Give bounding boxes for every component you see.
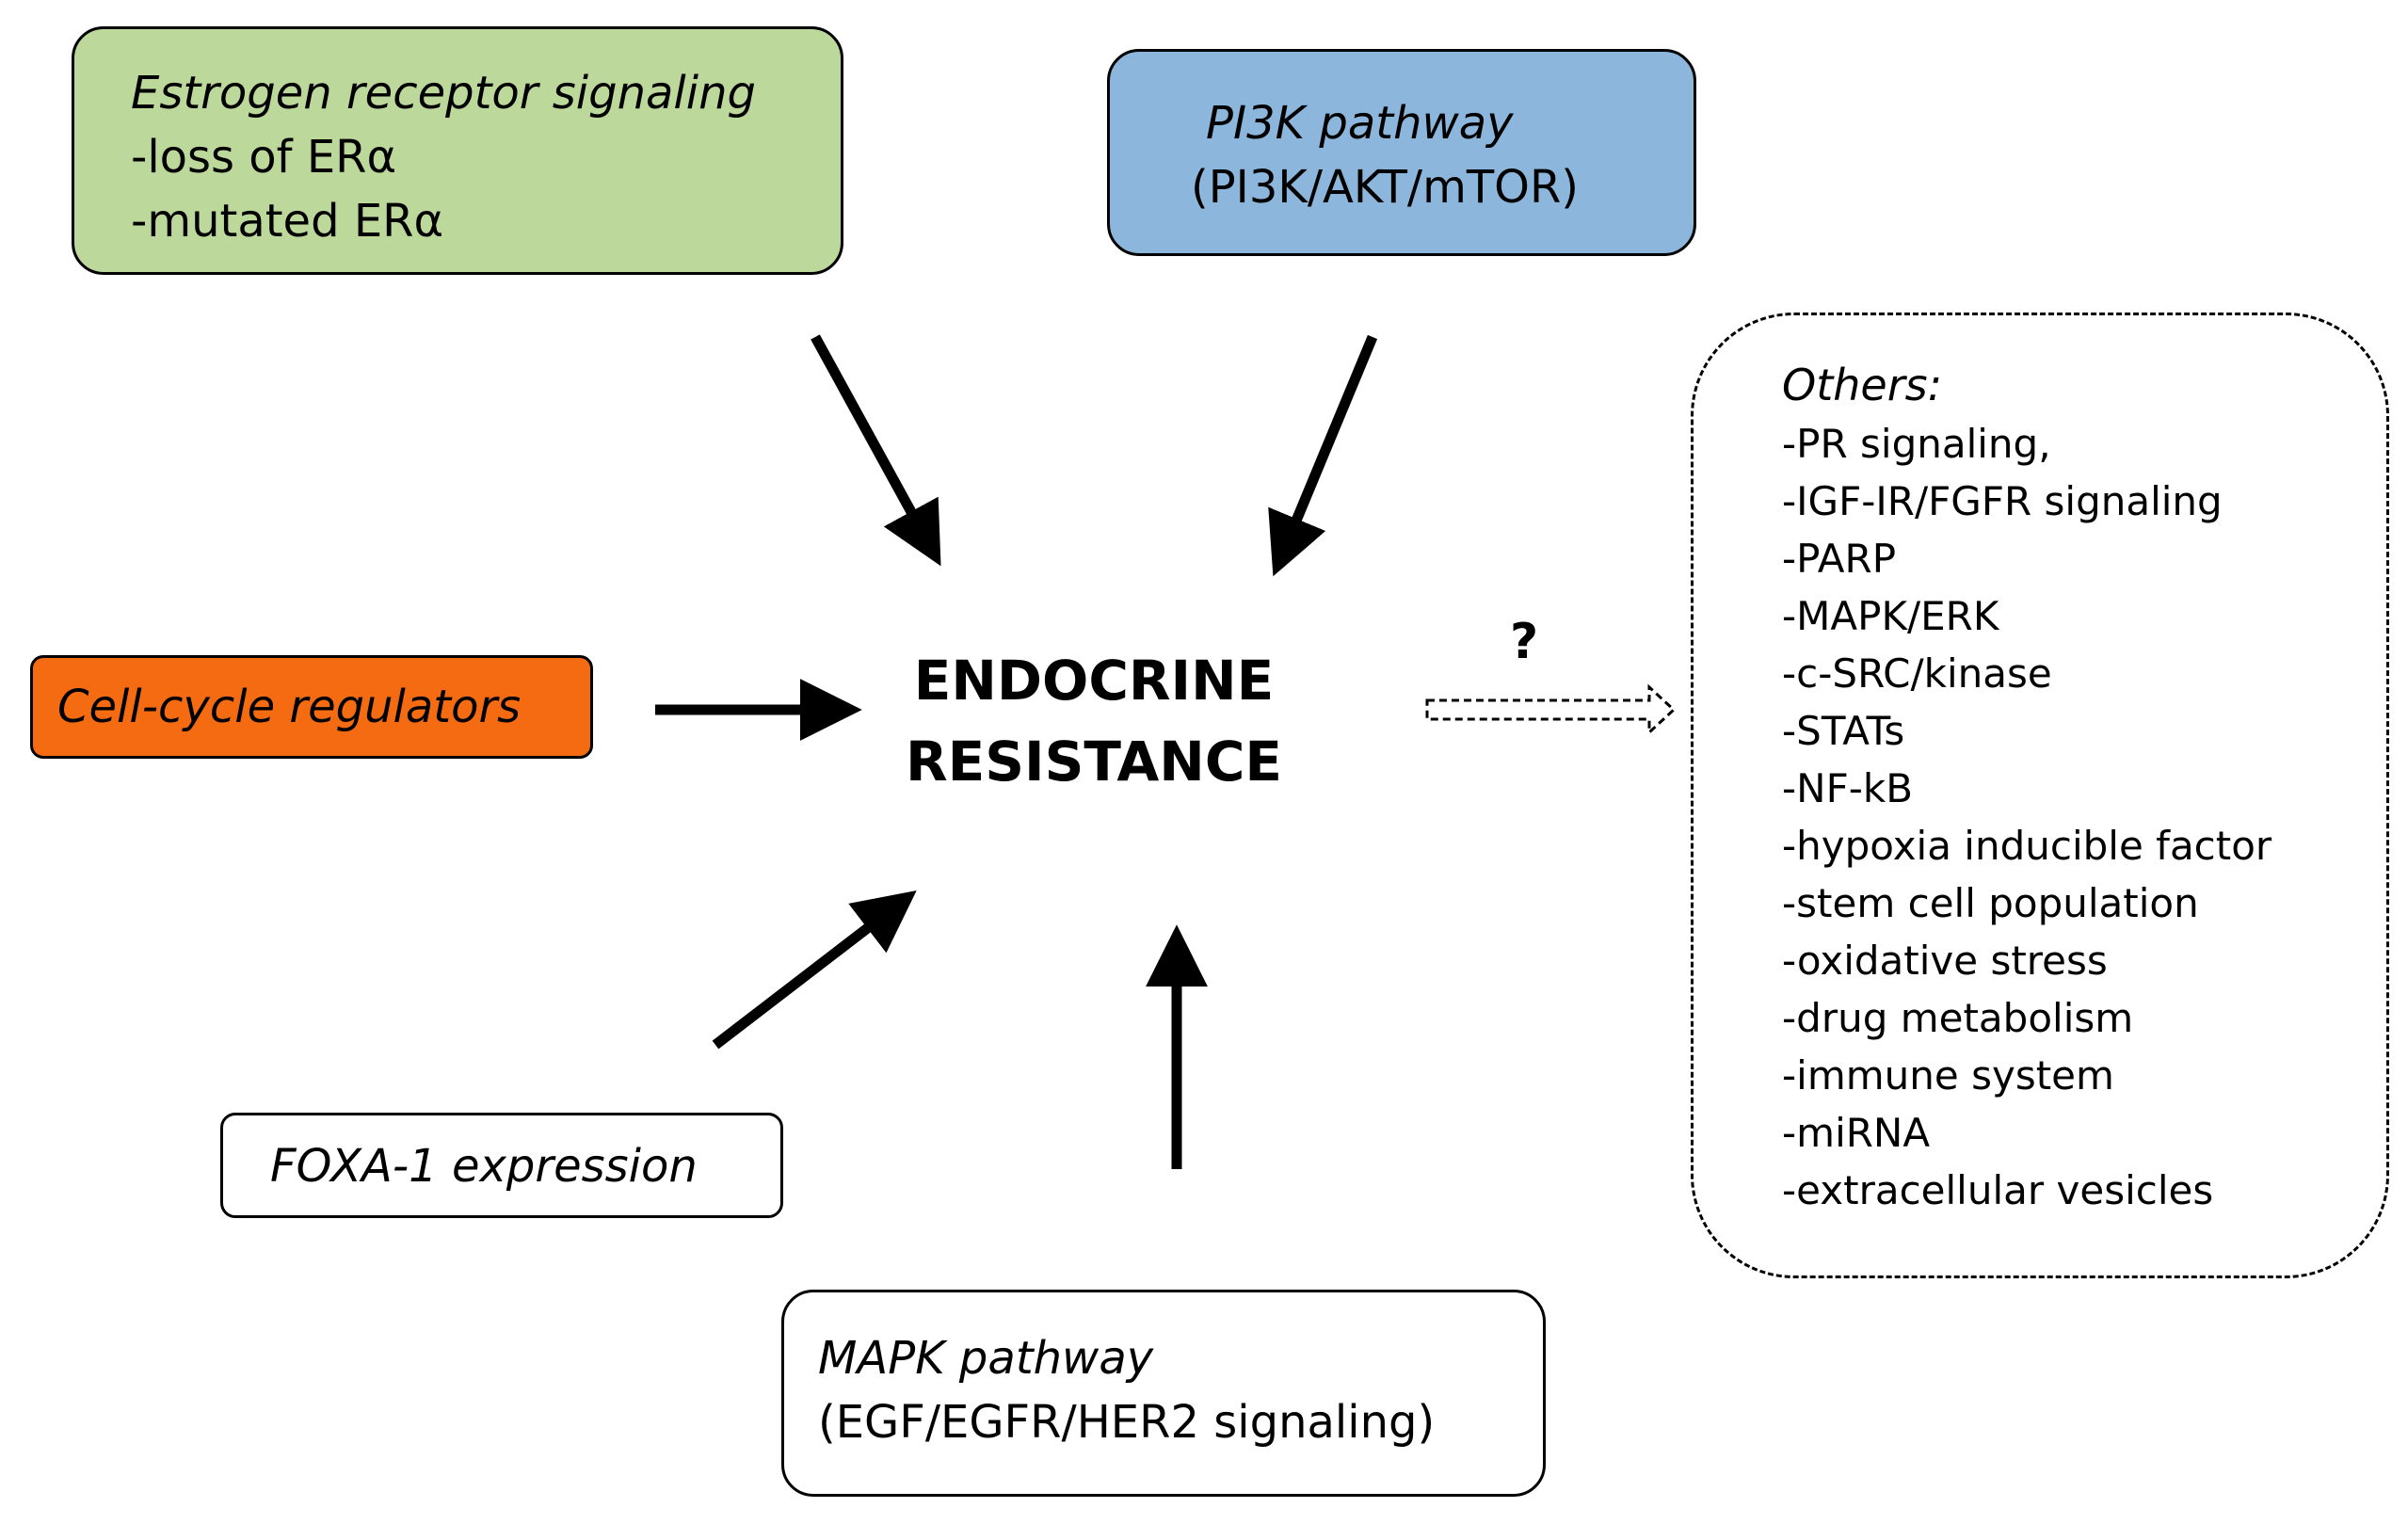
others-item: -oxidative stress xyxy=(1782,938,2108,984)
estrogen-title: Estrogen receptor signaling xyxy=(131,67,756,120)
arrow-estrogen-to-center xyxy=(811,334,941,567)
estrogen-item: -mutated ERα xyxy=(131,195,444,248)
others-item: -PARP xyxy=(1782,536,1897,582)
mapk-title: MAPK pathway xyxy=(818,1332,1154,1385)
others-item: -hypoxia inducible factor xyxy=(1782,823,2272,869)
others-title: Others: xyxy=(1782,360,1943,410)
others-item: -miRNA xyxy=(1782,1110,1931,1156)
others-item: -immune system xyxy=(1782,1052,2114,1099)
cell-cycle-title: Cell-cycle regulators xyxy=(57,681,522,733)
others-item: -STATs xyxy=(1782,708,1905,754)
others-item: -PR signaling, xyxy=(1782,421,2051,467)
others-item: -drug metabolism xyxy=(1782,995,2134,1041)
arrow-center-to-others xyxy=(1425,683,1677,736)
foxa-title: FOXA-1 expression xyxy=(270,1140,698,1193)
mapk-pathway-box: MAPK pathway (EGF/EGFR/HER2 signaling) xyxy=(781,1290,1546,1497)
others-item: -MAPK/ERK xyxy=(1782,593,1999,639)
arrow-foxa-to-center xyxy=(712,890,917,1050)
others-item: -IGF-IR/FGFR signaling xyxy=(1782,478,2223,524)
center-line-2: RESISTANCE xyxy=(905,730,1283,794)
pi3k-pathway-box: PI3K pathway (PI3K/AKT/mTOR) xyxy=(1107,49,1696,256)
estrogen-receptor-box: Estrogen receptor signaling -loss of ERα… xyxy=(72,26,843,275)
estrogen-item: -loss of ERα xyxy=(131,131,397,184)
pi3k-subtitle: (PI3K/AKT/mTOR) xyxy=(1191,161,1580,214)
cell-cycle-box: Cell-cycle regulators xyxy=(30,655,593,759)
others-box: Others: -PR signaling, -IGF-IR/FGFR sign… xyxy=(1691,313,2389,1278)
others-item: -NF-kB xyxy=(1782,765,1914,811)
pi3k-title: PI3K pathway xyxy=(1206,97,1514,150)
question-mark: ? xyxy=(1510,614,1539,670)
arrow-pi3k-to-center xyxy=(1268,334,1378,577)
mapk-subtitle: (EGF/EGFR/HER2 signaling) xyxy=(818,1396,1436,1449)
endocrine-resistance-label: ENDOCRINE RESISTANCE xyxy=(896,640,1292,802)
center-line-1: ENDOCRINE xyxy=(913,649,1275,713)
others-item: -stem cell population xyxy=(1782,880,2199,926)
others-item: -extracellular vesicles xyxy=(1782,1167,2214,1213)
others-item: -c-SRC/kinase xyxy=(1782,650,2052,697)
foxa-expression-box: FOXA-1 expression xyxy=(220,1113,783,1218)
